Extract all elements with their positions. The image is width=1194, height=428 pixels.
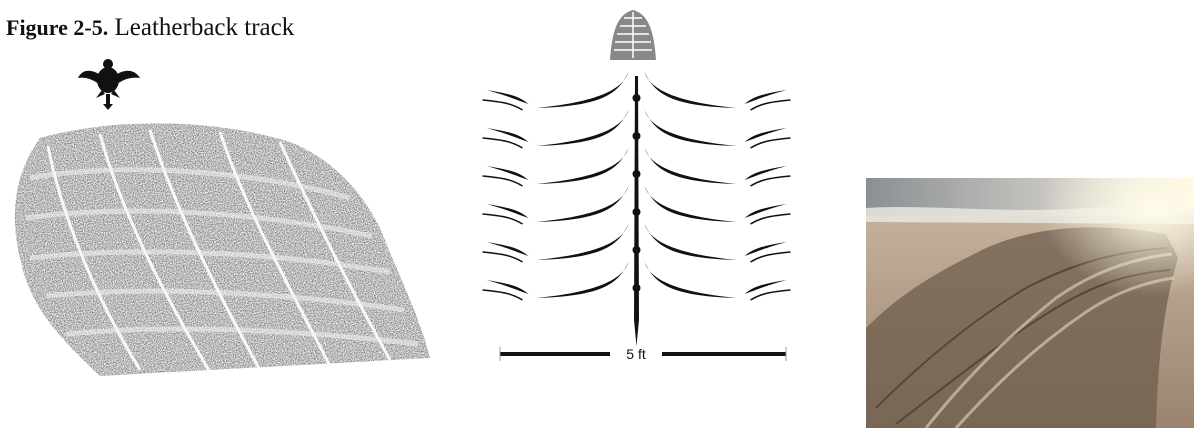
- track-sketch-svg: [0, 58, 432, 388]
- flipper-crescent: [537, 72, 629, 108]
- flipper-swish-line: [483, 100, 523, 110]
- flipper-swish: [745, 204, 787, 218]
- track-schematic-diagram: 5 ft: [470, 0, 800, 375]
- flipper-swish: [745, 90, 787, 104]
- flipper-swish-line: [751, 100, 791, 110]
- flipper-swish: [745, 128, 787, 142]
- flipper-crescent: [645, 224, 737, 260]
- flipper-crescent: [537, 186, 629, 222]
- flipper-swish: [487, 128, 529, 142]
- scale-bar: 5 ft: [500, 346, 786, 362]
- flipper-crescent: [645, 110, 737, 146]
- flipper-swish-line: [483, 252, 523, 262]
- flipper-crescent: [645, 72, 737, 108]
- flipper-swish: [487, 90, 529, 104]
- scale-label: 5 ft: [626, 346, 646, 362]
- flipper-crescent: [537, 224, 629, 260]
- flipper-swish-line: [483, 290, 523, 300]
- figure-caption: Figure 2-5. Leatherback track: [6, 14, 294, 42]
- flipper-crescent: [645, 186, 737, 222]
- flipper-swish-line: [751, 214, 791, 224]
- beach-track-photo: [866, 178, 1194, 428]
- flipper-swish-line: [751, 138, 791, 148]
- track-band: [15, 123, 430, 376]
- flipper-swish-line: [483, 176, 523, 186]
- flipper-swish-line: [483, 138, 523, 148]
- flipper-crescent: [537, 148, 629, 184]
- flipper-swish-line: [483, 214, 523, 224]
- figure-title: Leatherback track: [115, 14, 295, 41]
- flipper-crescent: [537, 110, 629, 146]
- flipper-swish-line: [751, 290, 791, 300]
- tail-drag-line: [633, 76, 641, 346]
- flipper-swish: [487, 204, 529, 218]
- flipper-swish-line: [751, 176, 791, 186]
- flipper-crescent: [645, 262, 737, 298]
- flipper-swish: [745, 280, 787, 294]
- flipper-swish: [487, 242, 529, 256]
- flipper-swish: [487, 166, 529, 180]
- flipper-swish: [487, 280, 529, 294]
- flipper-crescent: [537, 262, 629, 298]
- flipper-swish: [745, 242, 787, 256]
- flipper-swish: [745, 166, 787, 180]
- beach-track-photo-svg: [866, 178, 1194, 428]
- track-thumbnail-icon: [610, 10, 656, 60]
- flipper-swish-line: [751, 252, 791, 262]
- figure-number: Figure 2-5.: [6, 15, 108, 40]
- flipper-crescent: [645, 148, 737, 184]
- track-schematic-svg: 5 ft: [470, 0, 800, 375]
- track-sketch-illustration: [0, 58, 432, 388]
- turtle-silhouette-icon: [78, 59, 140, 110]
